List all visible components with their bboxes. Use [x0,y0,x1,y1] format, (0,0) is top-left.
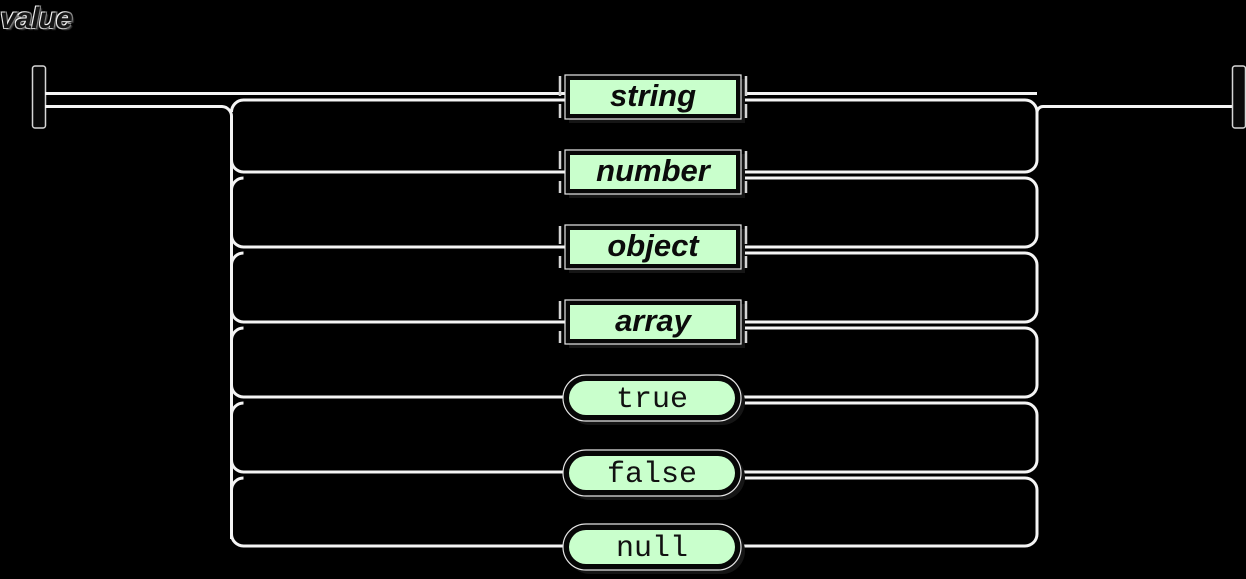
node-number-label: number [596,153,712,188]
entry-rail [45,92,1037,539]
node-null-label: null [616,532,688,566]
exit-rail [1035,105,1239,117]
node-array-label: array [615,303,693,338]
node-object-label: object [607,228,700,263]
right-branch-rails [740,98,1039,548]
node-string[interactable]: string [558,74,748,123]
node-true-label: true [616,383,688,417]
node-string-label: string [610,78,696,113]
end-bracket-icon [1231,65,1246,129]
node-false[interactable]: false [562,449,745,500]
node-array[interactable]: array [558,299,748,348]
node-object[interactable]: object [558,224,748,273]
node-number[interactable]: number [558,149,748,198]
left-branch-rails [230,98,565,548]
node-true[interactable]: true [562,374,745,425]
node-null[interactable]: null [562,523,745,574]
page-title: value [0,2,73,35]
start-bracket-icon [31,65,47,129]
node-false-label: false [607,458,697,492]
